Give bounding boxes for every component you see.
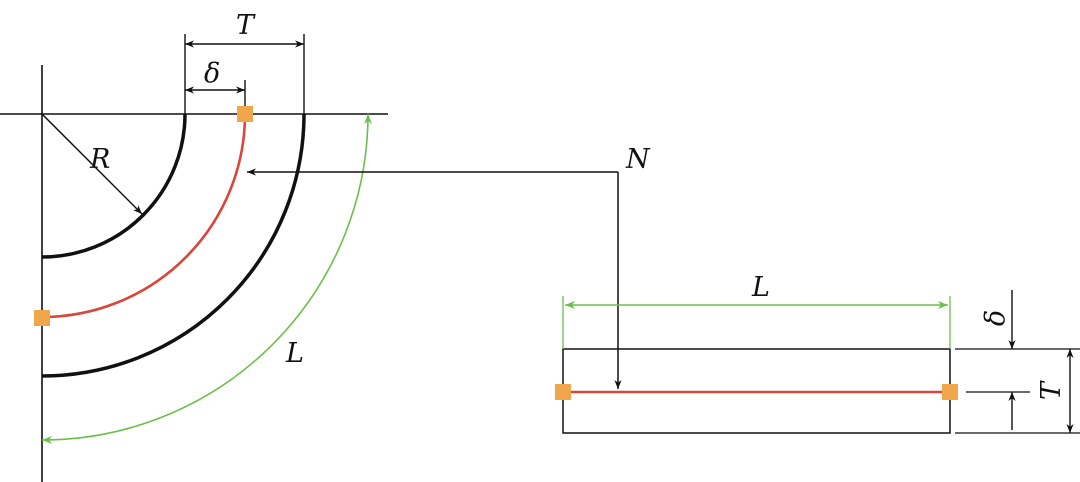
neutral-layer-label: N [625,144,651,175]
flat-neutral-marker-right [942,384,958,400]
thickness-label: T [236,10,256,41]
flat-neutral-marker-left [555,384,571,400]
flat-length-label: L [751,272,770,303]
arc-length-arrow [41,113,372,444]
flat-offset-label: δ [980,310,1011,326]
neutral-layer-callout: N [247,144,651,389]
bent-part: R T δ L [0,10,388,482]
radius-label: R [89,144,110,175]
neutral-endpoint-marker-left [34,310,50,326]
offset-label: δ [204,58,220,89]
arc-length-label: L [285,338,304,369]
flat-blank: L δ T [555,272,1080,434]
flat-thickness-label: T [1036,380,1067,400]
neutral-endpoint-marker-top [237,106,253,122]
